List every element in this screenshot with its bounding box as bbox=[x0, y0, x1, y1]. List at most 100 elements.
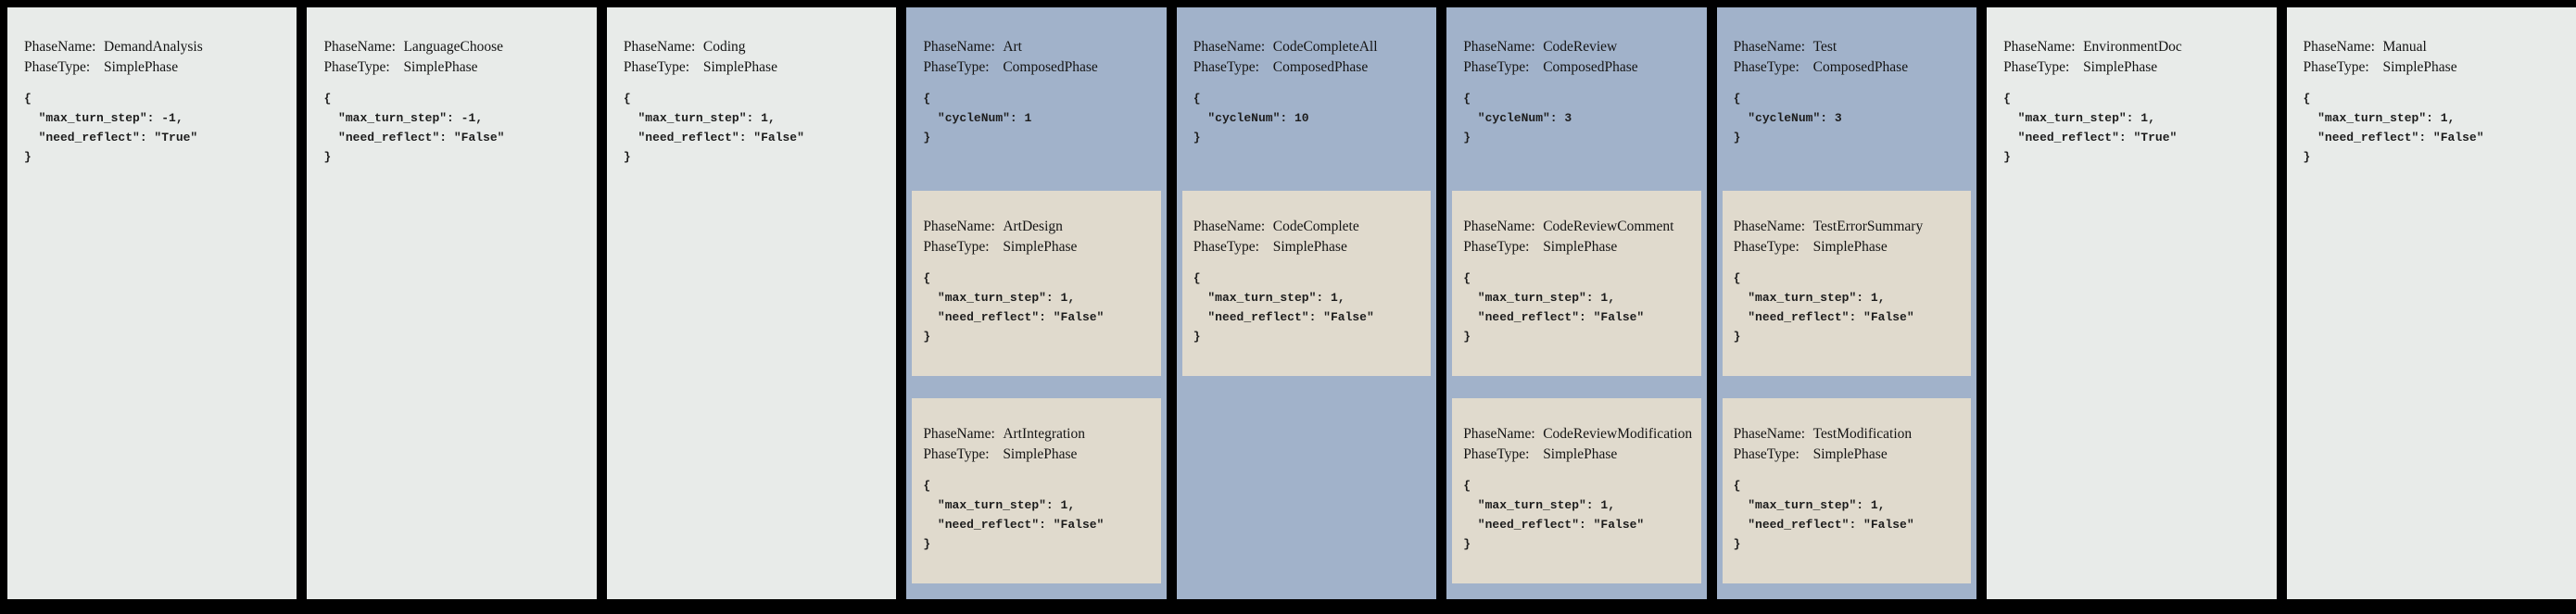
phase-name-value: CodeReviewModification bbox=[1543, 426, 1693, 442]
subphase-card-codecomplete: PhaseName: CodeComplete PhaseType: Simpl… bbox=[1181, 191, 1432, 376]
phase-meta: PhaseName: TestErrorSummary PhaseType: S… bbox=[1734, 217, 1962, 257]
phase-meta: PhaseName: CodeComplete PhaseType: Simpl… bbox=[1193, 217, 1421, 257]
phase-name-value: DemandAnalysis bbox=[104, 39, 203, 55]
phase-type-value: SimplePhase bbox=[2083, 59, 2158, 75]
phase-config-json: { "max_turn_step": 1, "need_reflect": "F… bbox=[1463, 479, 1645, 551]
phase-name-label: PhaseName: bbox=[1193, 39, 1266, 55]
phase-name-value: LanguageChoose bbox=[403, 39, 504, 55]
phase-type-value: ComposedPhase bbox=[1543, 59, 1638, 75]
phase-name-label: PhaseName: bbox=[1463, 39, 1535, 55]
phase-name-row: PhaseName: Test bbox=[1734, 37, 1964, 57]
phase-card-languagechoose: PhaseName: LanguageChoose PhaseType: Sim… bbox=[307, 7, 597, 599]
phase-type-value: SimplePhase bbox=[1543, 446, 1618, 462]
phase-type-value: SimplePhase bbox=[1543, 239, 1618, 255]
phase-type-value: ComposedPhase bbox=[1003, 59, 1098, 75]
phase-meta: PhaseName: ArtIntegration PhaseType: Sim… bbox=[923, 424, 1151, 465]
phase-name-row: PhaseName: ArtDesign bbox=[923, 217, 1151, 237]
phase-type-row: PhaseType: SimplePhase bbox=[624, 57, 883, 78]
subphase-card-codereviewcomment: PhaseName: CodeReviewComment PhaseType: … bbox=[1452, 191, 1701, 376]
phase-config-json: { "max_turn_step": 1, "need_reflect": "F… bbox=[2303, 92, 2484, 164]
phase-name-row: PhaseName: EnvironmentDoc bbox=[2003, 37, 2263, 57]
phase-type-value: ComposedPhase bbox=[1812, 59, 1909, 75]
phase-name-value: CodeComplete bbox=[1272, 219, 1359, 234]
phase-meta: PhaseName: ArtDesign PhaseType: SimplePh… bbox=[923, 217, 1151, 257]
phase-type-label: PhaseType: bbox=[1733, 446, 1799, 462]
phase-type-row: PhaseType: SimplePhase bbox=[923, 237, 1151, 257]
phase-meta: PhaseName: Test PhaseType: ComposedPhase bbox=[1734, 37, 1964, 78]
phase-meta: PhaseName: DemandAnalysis PhaseType: Sim… bbox=[24, 37, 284, 78]
phase-type-value: SimplePhase bbox=[1812, 239, 1888, 255]
phase-meta: PhaseName: LanguageChoose PhaseType: Sim… bbox=[323, 37, 583, 78]
phase-type-row: PhaseType: ComposedPhase bbox=[1734, 57, 1964, 78]
phase-name-row: PhaseName: Manual bbox=[2304, 37, 2563, 57]
phase-meta: PhaseName: CodeReviewComment PhaseType: … bbox=[1463, 217, 1691, 257]
composed-phase-header: PhaseName: CodeReview PhaseType: Compose… bbox=[1446, 7, 1706, 191]
phase-name-label: PhaseName: bbox=[1733, 39, 1806, 55]
phase-type-label: PhaseType: bbox=[923, 239, 990, 255]
phase-meta: PhaseName: CodeReview PhaseType: Compose… bbox=[1463, 37, 1693, 78]
phase-name-value: Test bbox=[1812, 39, 1837, 55]
phase-name-value: EnvironmentDoc bbox=[2083, 39, 2182, 55]
subphase-card-artdesign: PhaseName: ArtDesign PhaseType: SimplePh… bbox=[912, 191, 1161, 376]
phase-name-label: PhaseName: bbox=[2303, 39, 2375, 55]
phase-name-label: PhaseName: bbox=[323, 39, 396, 55]
phase-config-json: { "max_turn_step": 1, "need_reflect": "F… bbox=[623, 92, 804, 164]
phase-type-row: PhaseType: SimplePhase bbox=[1734, 237, 1962, 257]
phase-config-json: { "max_turn_step": 1, "need_reflect": "F… bbox=[923, 479, 1105, 551]
phase-meta: PhaseName: TestModification PhaseType: S… bbox=[1734, 424, 1962, 465]
phase-name-value: CodeReview bbox=[1543, 39, 1618, 55]
subphase-card-artintegration: PhaseName: ArtIntegration PhaseType: Sim… bbox=[912, 398, 1161, 583]
phase-type-row: PhaseType: SimplePhase bbox=[24, 57, 284, 78]
phase-name-value: ArtDesign bbox=[1003, 219, 1063, 234]
phase-type-label: PhaseType: bbox=[2003, 59, 2070, 75]
phase-card-coding: PhaseName: Coding PhaseType: SimplePhase… bbox=[606, 7, 897, 599]
phase-name-row: PhaseName: TestModification bbox=[1734, 424, 1962, 445]
phase-name-row: PhaseName: CodeReviewComment bbox=[1463, 217, 1691, 237]
phase-name-value: CodeReviewComment bbox=[1543, 219, 1674, 234]
subphase-card-testerrorsummary: PhaseName: TestErrorSummary PhaseType: S… bbox=[1722, 191, 1972, 376]
phase-name-row: PhaseName: TestErrorSummary bbox=[1734, 217, 1962, 237]
phase-name-row: PhaseName: Art bbox=[923, 37, 1153, 57]
subphase-card-testmodification: PhaseName: TestModification PhaseType: S… bbox=[1722, 398, 1972, 583]
phase-name-label: PhaseName: bbox=[923, 426, 995, 442]
phase-meta: PhaseName: Art PhaseType: ComposedPhase bbox=[923, 37, 1153, 78]
phase-name-label: PhaseName: bbox=[24, 39, 96, 55]
phase-type-row: PhaseType: SimplePhase bbox=[2003, 57, 2263, 78]
phase-config-json: { "max_turn_step": 1, "need_reflect": "F… bbox=[1733, 479, 1914, 551]
phase-card-art: PhaseName: Art PhaseType: ComposedPhase … bbox=[906, 7, 1167, 599]
phase-name-row: PhaseName: ArtIntegration bbox=[923, 424, 1151, 445]
phase-card-environmentdoc: PhaseName: EnvironmentDoc PhaseType: Sim… bbox=[1987, 7, 2277, 599]
phase-name-label: PhaseName: bbox=[1733, 426, 1806, 442]
phase-config-json: { "cycleNum": 1 } bbox=[923, 92, 1032, 144]
phase-name-row: PhaseName: CodeCompleteAll bbox=[1193, 37, 1423, 57]
phase-config-json: { "max_turn_step": 1, "need_reflect": "F… bbox=[923, 271, 1105, 344]
phase-type-value: SimplePhase bbox=[403, 59, 478, 75]
phase-config-json: { "max_turn_step": 1, "need_reflect": "T… bbox=[2003, 92, 2178, 164]
phase-type-value: ComposedPhase bbox=[1272, 59, 1369, 75]
phase-name-label: PhaseName: bbox=[1193, 219, 1266, 234]
phase-config-json: { "max_turn_step": 1, "need_reflect": "F… bbox=[1463, 271, 1645, 344]
phase-type-value: SimplePhase bbox=[2382, 59, 2457, 75]
phase-type-label: PhaseType: bbox=[1733, 239, 1799, 255]
phase-name-value: TestErrorSummary bbox=[1812, 219, 1924, 234]
phase-name-value: Art bbox=[1003, 39, 1022, 55]
phase-type-label: PhaseType: bbox=[1463, 59, 1530, 75]
phase-name-value: TestModification bbox=[1812, 426, 1913, 442]
phase-type-row: PhaseType: SimplePhase bbox=[923, 445, 1151, 465]
phase-type-label: PhaseType: bbox=[1193, 59, 1259, 75]
composed-phase-header: PhaseName: CodeCompleteAll PhaseType: Co… bbox=[1177, 7, 1436, 191]
phase-config-json: { "max_turn_step": 1, "need_reflect": "F… bbox=[1733, 271, 1914, 344]
phase-name-label: PhaseName: bbox=[623, 39, 696, 55]
phase-name-value: CodeCompleteAll bbox=[1272, 39, 1378, 55]
phase-type-value: SimplePhase bbox=[1272, 239, 1347, 255]
composed-phase-header: PhaseName: Test PhaseType: ComposedPhase… bbox=[1717, 7, 1976, 191]
phase-name-label: PhaseName: bbox=[1463, 426, 1535, 442]
phase-config-json: { "cycleNum": 3 } bbox=[1463, 92, 1572, 144]
phase-name-label: PhaseName: bbox=[1463, 219, 1535, 234]
phase-type-row: PhaseType: ComposedPhase bbox=[923, 57, 1153, 78]
phase-type-label: PhaseType: bbox=[1463, 446, 1530, 462]
phase-name-row: PhaseName: CodeReviewModification bbox=[1463, 424, 1693, 445]
phase-type-label: PhaseType: bbox=[1463, 239, 1530, 255]
phase-config-json: { "cycleNum": 3 } bbox=[1733, 92, 1842, 144]
phase-type-label: PhaseType: bbox=[1193, 239, 1259, 255]
